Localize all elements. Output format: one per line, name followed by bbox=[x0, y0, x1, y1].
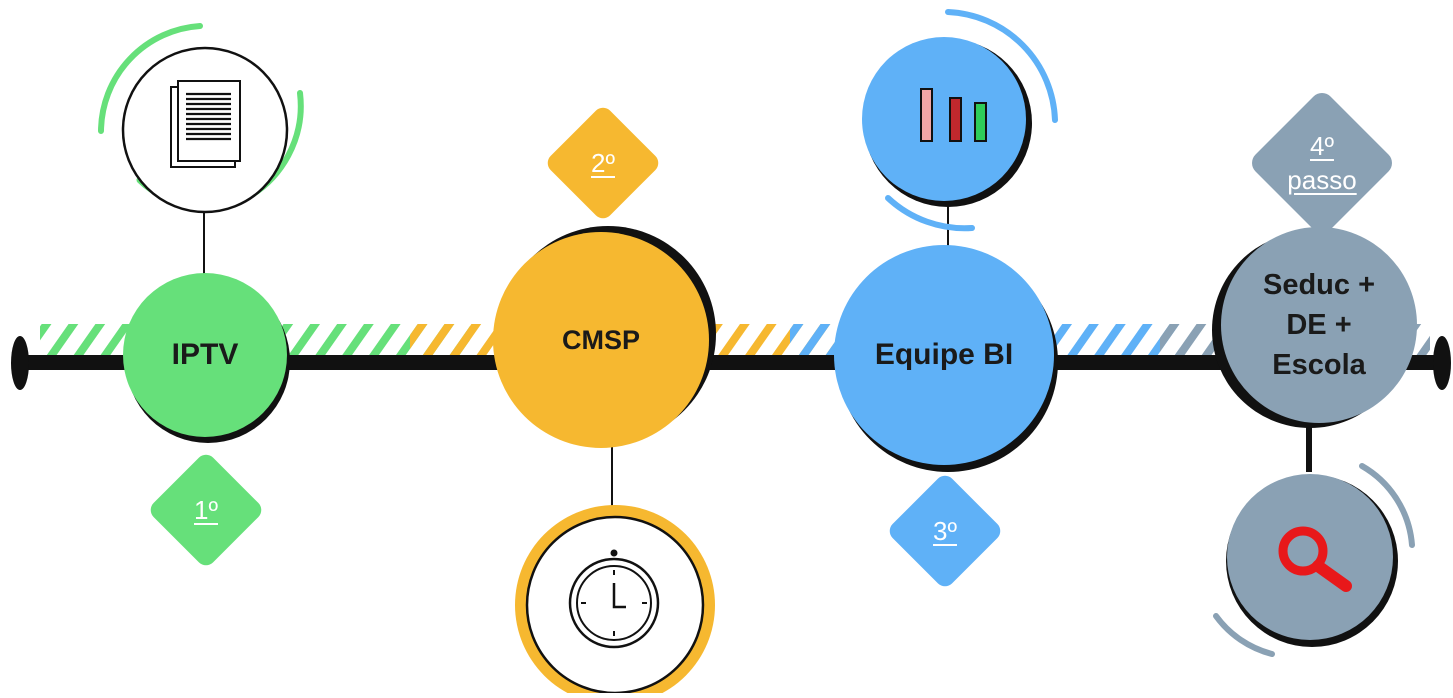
node-cmsp bbox=[493, 107, 716, 698]
step-diamond-iptv bbox=[150, 454, 262, 566]
step-diamond-equipe-bi bbox=[889, 475, 1001, 587]
step-diamond-seduc bbox=[1252, 93, 1392, 233]
timeline-right-cap bbox=[1433, 336, 1451, 390]
icon-circle-seduc bbox=[1227, 474, 1393, 640]
step-label-equipe-bi: 3º bbox=[933, 515, 957, 546]
step-diamond-cmsp bbox=[547, 107, 659, 219]
document-icon bbox=[170, 80, 241, 168]
node-seduc bbox=[1212, 93, 1417, 657]
orbit-arc-green-left bbox=[98, 23, 203, 134]
node-equipe-bi bbox=[834, 9, 1058, 587]
main-circle-seduc bbox=[1221, 227, 1417, 423]
node-label-cmsp: CMSP bbox=[561, 324, 640, 355]
orbit-arc-blue-top bbox=[945, 9, 1058, 123]
magnifier-icon bbox=[1278, 526, 1352, 592]
orbit-arc-gray-right bbox=[1359, 463, 1415, 548]
orbit-arc-gray-left bbox=[1213, 613, 1275, 657]
bar-chart-icon bbox=[920, 88, 987, 142]
clock-icon bbox=[568, 549, 660, 649]
node-label-iptv: IPTV bbox=[171, 338, 239, 371]
main-circle-iptv bbox=[123, 273, 287, 437]
node-iptv bbox=[98, 23, 304, 566]
icon-circle-equipe-bi bbox=[862, 37, 1026, 201]
main-circle-equipe-bi bbox=[834, 245, 1054, 465]
orbit-arc-blue-bottom bbox=[885, 195, 975, 232]
step-label-seduc: 4º passo bbox=[1287, 131, 1357, 195]
node-label-equipe-bi: Equipe BI bbox=[874, 338, 1014, 371]
timeline-axis bbox=[11, 336, 1451, 390]
timeline-left-cap bbox=[11, 336, 29, 390]
timeline-bar bbox=[18, 355, 1438, 370]
main-circle-cmsp bbox=[493, 232, 709, 448]
node-label-seduc: Seduc + DE + Escola bbox=[1262, 269, 1376, 381]
step-label-cmsp: 2º bbox=[591, 147, 615, 178]
step-label-iptv: 1º bbox=[194, 494, 218, 525]
